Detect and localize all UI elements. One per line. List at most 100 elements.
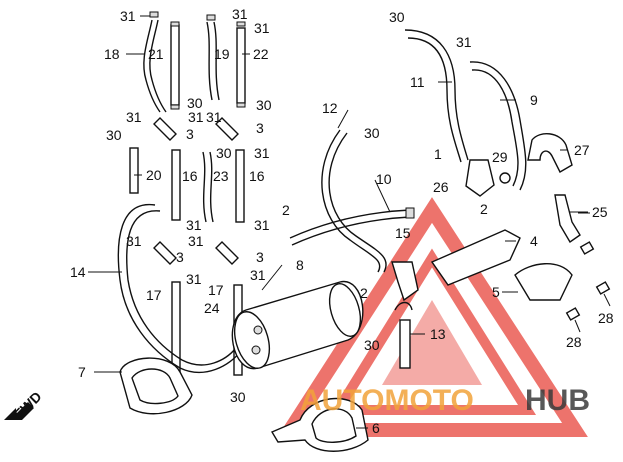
callout-13: 13 <box>430 326 446 342</box>
bracket-25 <box>554 194 581 244</box>
hose-19 <box>206 21 213 101</box>
callout-31: 31 <box>250 267 266 283</box>
bracket-6 <box>270 397 369 452</box>
callout-8: 8 <box>296 257 304 273</box>
callout-labels: 31 31 31 30 18 21 19 22 31 11 9 31 30 30… <box>70 6 614 436</box>
callout-16: 16 <box>249 168 265 184</box>
watermark-text-primary: AUTOMOTO <box>300 384 474 417</box>
callout-31: 31 <box>254 217 270 233</box>
callout-16: 16 <box>182 168 198 184</box>
hose-18 <box>143 19 161 113</box>
hose-12 <box>321 129 381 273</box>
watermark-text-secondary: HUB <box>525 384 590 417</box>
hose-20 <box>129 147 139 194</box>
callout-14: 14 <box>70 264 86 280</box>
callout-3: 3 <box>176 249 184 265</box>
bracket-5 <box>514 263 573 301</box>
bolt-28-far <box>579 241 595 255</box>
callout-7: 7 <box>78 364 86 380</box>
callout-31: 31 <box>126 233 142 249</box>
bolt-28-upper <box>595 281 611 307</box>
valve-3-lower-right <box>215 241 239 265</box>
callout-17: 17 <box>146 287 162 303</box>
fwd-arrow: FWD <box>4 388 45 422</box>
callout-1: 1 <box>434 146 442 162</box>
callout-9: 9 <box>530 92 538 108</box>
callout-31: 31 <box>186 217 202 233</box>
bracket-27 <box>527 133 573 173</box>
hose-23 <box>202 151 207 223</box>
fitting-29 <box>499 172 511 184</box>
callout-31: 31 <box>254 20 270 36</box>
callout-2: 2 <box>480 201 488 217</box>
callout-27: 27 <box>574 142 590 158</box>
callout-31: 31 <box>120 8 136 24</box>
callout-3: 3 <box>256 120 264 136</box>
canister-8 <box>231 281 364 370</box>
valve-3-upper-right <box>215 117 239 141</box>
callout-28: 28 <box>566 334 582 350</box>
fitting-1-26 <box>465 159 495 197</box>
callout-2: 2 <box>282 202 290 218</box>
callout-25: 25 <box>592 204 608 220</box>
callout-31: 31 <box>456 34 472 50</box>
callout-17: 17 <box>208 282 224 298</box>
callout-30: 30 <box>389 9 405 25</box>
callout-18: 18 <box>104 46 120 62</box>
leader-lines <box>88 15 590 429</box>
bracket-7 <box>119 357 193 415</box>
hose-14 <box>117 204 241 374</box>
left-hose-group <box>129 11 246 376</box>
callout-30: 30 <box>256 97 272 113</box>
callout-26: 26 <box>433 179 449 195</box>
hose-11 <box>404 29 469 161</box>
callout-3: 3 <box>186 126 194 142</box>
callout-30: 30 <box>230 389 246 405</box>
callout-31: 31 <box>126 109 142 125</box>
bolt-28-lower <box>565 307 581 333</box>
callout-30: 30 <box>216 145 232 161</box>
callout-12: 12 <box>322 100 338 116</box>
callout-30: 30 <box>364 125 380 141</box>
hose-16-right <box>235 149 245 223</box>
valve-3-upper-left <box>153 117 177 141</box>
callout-23: 23 <box>213 168 229 184</box>
callout-3: 3 <box>256 249 264 265</box>
callout-10: 10 <box>376 171 392 187</box>
hose-9 <box>469 61 527 191</box>
callout-15: 15 <box>395 225 411 241</box>
watermark-triangle-inner <box>329 248 537 415</box>
callout-31: 31 <box>188 233 204 249</box>
bracket-4 <box>430 229 521 286</box>
clip-15 <box>391 261 419 302</box>
fwd-arrow-icon <box>4 402 34 420</box>
callout-22: 22 <box>253 46 269 62</box>
callout-29: 29 <box>492 149 508 165</box>
fwd-label: FWD <box>11 388 45 422</box>
hose-16-left <box>171 149 181 221</box>
callout-6: 6 <box>372 420 380 436</box>
callout-31: 31 <box>232 6 248 22</box>
watermark-wordmark: AUTOMOTO HUB <box>300 384 590 417</box>
callout-31: 31 <box>206 109 222 125</box>
callout-30: 30 <box>106 127 122 143</box>
callout-31: 31 <box>188 109 204 125</box>
callout-5: 5 <box>492 284 500 300</box>
callout-21: 21 <box>148 46 164 62</box>
hose-21 <box>170 24 180 106</box>
callout-4: 4 <box>530 233 538 249</box>
callout-30: 30 <box>187 95 203 111</box>
callout-24: 24 <box>204 300 220 316</box>
callout-30: 30 <box>364 337 380 353</box>
callout-31: 31 <box>186 271 202 287</box>
callout-19: 19 <box>214 46 230 62</box>
callout-2: 2 <box>360 285 368 301</box>
valve-3-lower-left <box>153 241 177 265</box>
callout-31: 31 <box>254 145 270 161</box>
callout-20: 20 <box>146 167 162 183</box>
callout-11: 11 <box>410 74 425 90</box>
hose-13 <box>399 319 411 369</box>
hose-22 <box>236 27 246 104</box>
callout-28: 28 <box>598 310 614 326</box>
